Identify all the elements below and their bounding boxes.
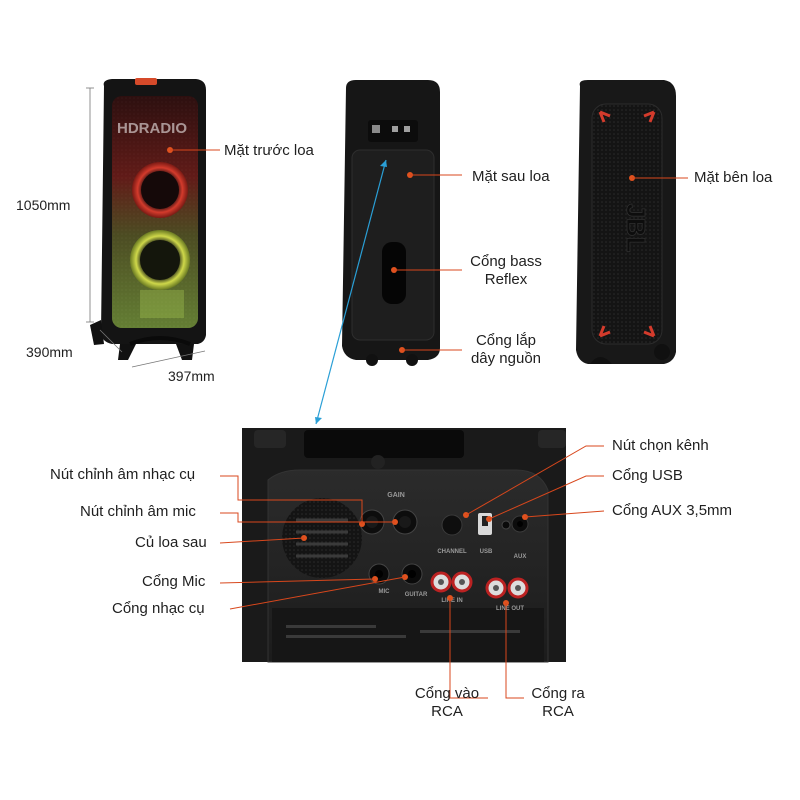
usb-port-label: Cổng USB [612,467,683,484]
power-port-line1: Cổng lắp [475,332,537,349]
line-in-text: LINE IN [441,598,462,604]
bass-reflex-label: Cổng bass Reflex [464,253,548,289]
mic-text: MIC [379,589,391,595]
power-port-line2: dây nguồn [470,350,542,367]
mic-port-label: Cổng Mic [142,573,206,590]
power-port-label: Cổng lắp dây nguồn [464,332,548,368]
zoom-connector-arrow [315,159,387,425]
bass-reflex-line1: Cổng bass [470,253,542,270]
rca-in-line2: RCA [431,703,463,720]
channel-text: CHANNEL [437,549,467,555]
rear-woofer-label: Củ loa sau [135,534,207,551]
front-speaker: HDRADIO [90,78,220,360]
side-speaker: JBL [576,80,688,364]
line-out-text: LINE OUT [496,606,524,612]
back-speaker [342,80,462,366]
zoomed-back-panel: GAIN CHANNEL USB AUX MIC GUITAR LINE IN [242,428,566,663]
aux-text: AUX [514,554,527,560]
rca-out-line1: Cổng ra [531,685,585,702]
mic-knob-label: Nút chỉnh âm mic [80,503,196,520]
aux-port-label: Cổng AUX 3,5mm [612,502,733,519]
width-dimension: 397mm [168,368,215,384]
height-dimension: 1050mm [16,197,71,213]
gain-label: GAIN [387,492,405,499]
rca-out-line2: RCA [542,703,574,720]
instrument-knob-label: Nút chỉnh âm nhạc cụ [50,466,196,483]
dimension-lines [86,87,206,368]
channel-button-label: Nút chọn kênh [612,437,709,454]
side-view-label: Mặt bên loa [694,169,773,186]
usb-text: USB [480,549,493,555]
watermark-text: HDRADIO [117,120,187,137]
guitar-text: GUITAR [405,592,428,598]
bass-reflex-line2: Reflex [484,271,528,288]
front-view-label: Mặt trước loa [224,142,314,159]
rca-in-line1: Cổng vào [414,685,480,702]
back-view-label: Mặt sau loa [472,168,550,185]
rca-out-label: Cổng ra RCA [518,685,598,721]
panel-leader-lines [219,445,605,699]
brand-side-text: JBL [621,203,651,252]
rca-in-label: Cổng vào RCA [405,685,489,721]
depth-dimension: 390mm [26,344,73,360]
instrument-port-label: Cổng nhạc cụ [112,600,205,617]
